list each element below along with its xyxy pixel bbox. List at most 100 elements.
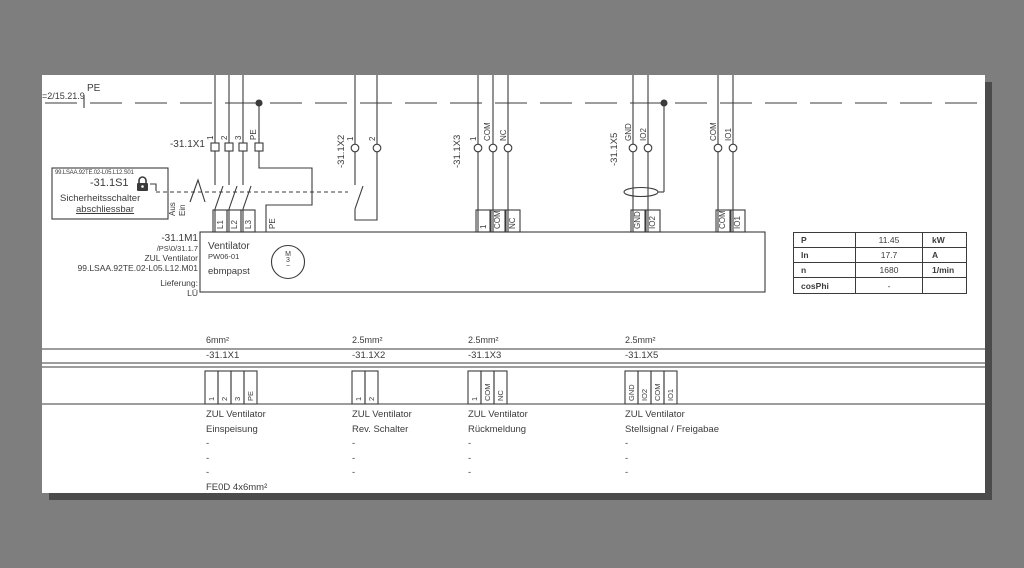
motor-symbol-ac: ~ [285,263,291,270]
motor-label-block: -31.1M1 /PS\0/31.1.7 ZUL Ventilator 99.L… [50,233,199,298]
motor-symbol: M 3 ~ [272,251,304,270]
strip-name: -31.1X5 [625,350,659,361]
motor-circle [270,244,306,280]
plug-label: L1 [216,220,225,229]
plug-label: 1 [479,224,488,229]
device-code: 99.LSAA.92TE.02-L05.L12.M01 [77,263,199,273]
delivery-label: Lieferung: [160,278,198,288]
strip-name: -31.1X3 [468,350,502,361]
schematic-linework [42,75,985,405]
description-line: ZUL Ventilator [352,409,412,420]
table-value: 1680 [856,263,923,278]
description-line: - [625,438,629,450]
pe-label: PE [87,83,101,94]
terminal-strip-label-x3: -31.1X3 [452,134,463,168]
terminal-label: NC [496,390,505,401]
junction-dot [255,99,263,107]
delivery-value: LÜ [187,288,198,298]
plug-label: PE [268,218,277,229]
cable-description-column: ZUL Ventilator Einspeisung - - - FE0D 4x… [206,408,267,496]
strip-name: -31.1X2 [352,350,386,361]
description-line: - [352,438,356,450]
description-line: ZUL Ventilator [625,409,685,420]
terminal-label: PE [246,390,255,401]
device-ref: /PS\0/31.1.7 [156,244,198,253]
terminal-label: 3 [233,396,242,401]
pe-reference: =2/15.21.9 [42,91,85,101]
table-param: cosPhi [794,278,856,293]
table-unit [923,278,966,293]
manual-actuator-symbol [189,178,206,203]
switch-on-label: Ein [178,204,187,216]
terminal-label: COM [709,122,718,141]
cable-cross-section: 2.5mm² [352,335,383,345]
cable-cross-section: 2.5mm² [625,335,656,345]
terminal-label: GND [624,123,633,141]
cable-description-column: ZUL Ventilator Stellsignal / Freigabae -… [625,408,719,481]
terminal-strip-label-x5: -31.1X5 [609,132,620,166]
terminal-label: GND [627,384,636,401]
plug-label: GND [633,211,642,229]
terminal-label: 1 [354,396,363,401]
terminal-label: PE [249,129,258,140]
motor-data-table: P 11.45 kW In 17.7 A n 1680 1/min cosPhi… [793,232,967,294]
plug-label: L3 [244,220,253,229]
description-line: ZUL Ventilator [206,409,266,420]
terminal-label: IO2 [640,388,649,401]
strip-name: -31.1X1 [206,350,240,361]
terminal-label: 3 [234,135,243,140]
description-line: - [468,438,472,450]
description-line: Rev. Schalter [352,423,409,435]
description-line: Stellsignal / Freigabae [625,423,719,435]
device-ref-code: 99.LSAA.92TE.02-L05.L12.S01 [55,170,134,176]
aux-switch-contact [354,185,364,210]
description-line: ZUL Ventilator [468,409,528,420]
table-unit: A [923,248,966,263]
cable-cross-section: 2.5mm² [468,335,499,345]
device-label-m1: -31.1M1 [161,233,198,244]
motor-device-type: PW06-01 [208,252,240,261]
description-line: - [625,467,629,479]
terminal-label: 1 [469,136,478,141]
table-param: P [794,233,856,248]
description-line: - [352,467,356,479]
terminal-label: COM [483,383,492,402]
terminal-label: 2 [220,135,229,140]
plug-label: COM [493,210,502,229]
terminal-label: 1 [470,396,479,401]
cable-description-column: ZUL Ventilator Rückmeldung - - - [468,408,528,481]
schematic-page: =2/15.21.9 PE -31.1X1 1 2 3 PE 99.LSAA.9… [42,75,985,493]
motor-symbol-m: M [285,251,291,258]
description-line: - [206,452,210,464]
terminal-label: IO2 [639,128,648,141]
plug-label: IO2 [648,216,657,229]
description-line: - [206,467,210,479]
description-line: Einspeisung [206,423,258,435]
safety-switch-contacts [214,185,252,210]
device-description: abschliessbar [76,204,135,215]
terminal-label: 1 [207,396,216,401]
terminal-label: 2 [220,396,229,401]
table-param: n [794,263,856,278]
terminal-label: COM [653,383,662,402]
table-value: 17.7 [856,248,923,263]
terminal-label: 2 [367,396,376,401]
junction-dot [660,99,668,107]
cable-shield-symbol [623,186,659,198]
description-line: Rückmeldung [468,423,527,435]
table-unit: 1/min [923,263,966,278]
cable-type: FE0D 4x6mm² [206,481,268,493]
terminal-strip-label-x1: -31.1X1 [169,139,205,150]
cable-cross-section: 6mm² [206,335,229,345]
table-unit: kW [923,233,966,248]
device-function: ZUL Ventilator [144,253,198,263]
motor-device-brand: ebmpapst [208,266,250,277]
plug-label: L2 [230,220,239,229]
plug-label: COM [718,210,727,229]
plug-label: IO1 [733,216,742,229]
table-value: - [856,278,923,293]
terminal-label: NC [499,129,508,141]
terminal-label: IO1 [724,128,733,141]
table-param: In [794,248,856,263]
